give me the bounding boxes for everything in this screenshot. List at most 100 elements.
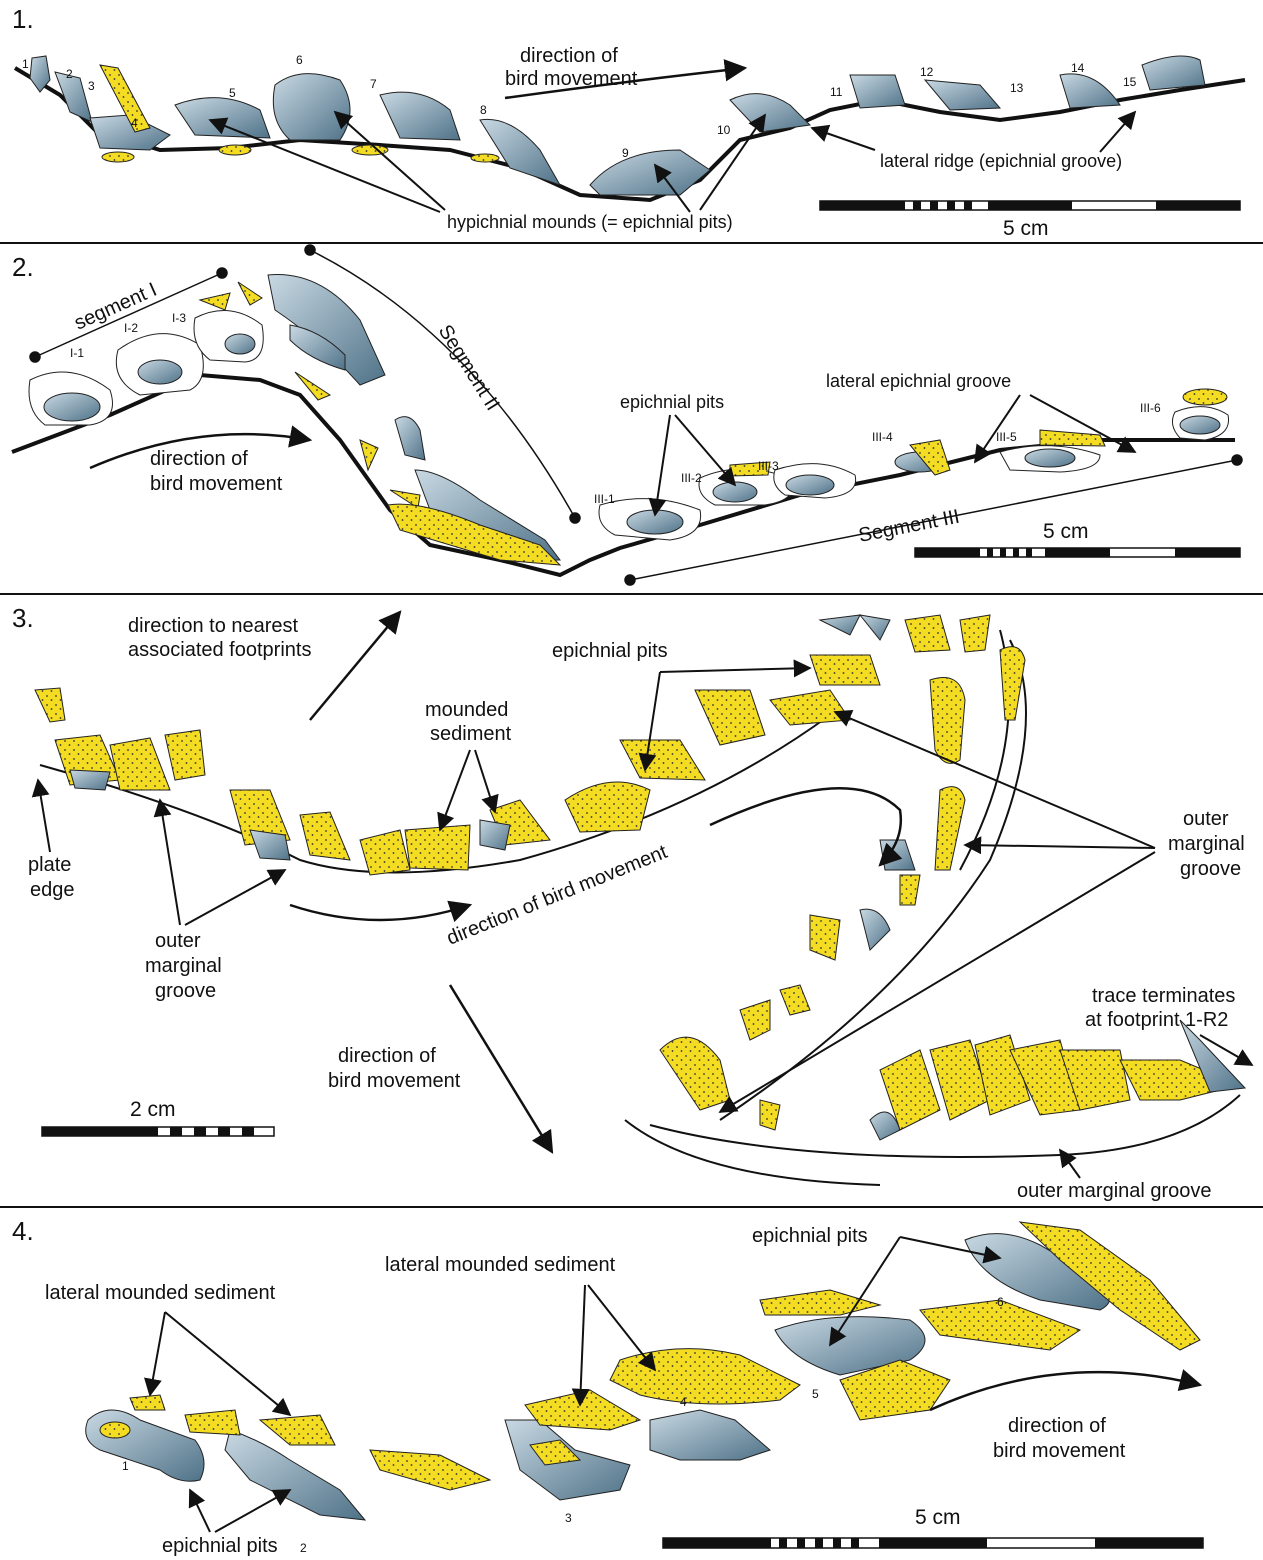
panel-3-outer-right-l3: groove <box>1180 858 1241 880</box>
svg-text:6: 6 <box>997 1295 1004 1309</box>
panel-3-outer-bottom: outer marginal groove <box>1017 1180 1212 1202</box>
panel-2-direction-l2: bird movement <box>150 473 283 495</box>
panel-2-scale-bar <box>915 548 1240 557</box>
panel-1-direction-l2: bird movement <box>505 68 638 90</box>
panel-4-direction-l2: bird movement <box>993 1440 1126 1462</box>
panel-3-outer-right-arrow-a <box>835 712 1155 848</box>
svg-text:11: 11 <box>830 85 843 99</box>
svg-text:1: 1 <box>22 57 29 71</box>
svg-text:III-6: III-6 <box>1140 401 1161 415</box>
panel-3-mounded-arrow-a <box>440 750 470 830</box>
panel-2-pits-label: epichnial pits <box>620 392 724 412</box>
panel-4-lateral-mid-arrow-b <box>588 1285 655 1370</box>
panel-3-nearest-arrow <box>310 612 400 720</box>
svg-text:5: 5 <box>229 86 236 100</box>
svg-text:III-4: III-4 <box>872 430 893 444</box>
panel-3-plate-edge-l2: edge <box>30 879 75 901</box>
svg-text:III-3: III-3 <box>758 459 779 473</box>
panel-2-scale-label: 5 cm <box>1043 520 1089 543</box>
panel-3-nearest-l2: associated footprints <box>128 639 311 661</box>
svg-text:I-2: I-2 <box>124 321 138 335</box>
panel-4-pits-bottom: epichnial pits <box>162 1535 278 1557</box>
svg-text:III-1: III-1 <box>594 492 615 506</box>
panel-3-nearest-l1: direction to nearest <box>128 615 299 637</box>
panel-4-tracks <box>86 1234 1110 1520</box>
panel-3-plate-edge-l1: plate <box>28 854 71 876</box>
panel-3: 3. <box>12 603 1252 1202</box>
panel-3-scale-bar <box>42 1127 274 1136</box>
panel-1-ridge-arrow-a <box>812 128 875 150</box>
panel-4-lateral-mid-arrow-a <box>580 1285 585 1405</box>
svg-text:III-2: III-2 <box>681 471 702 485</box>
svg-text:4: 4 <box>680 1395 687 1409</box>
svg-text:3: 3 <box>565 1511 572 1525</box>
panel-1-direction-l1: direction of <box>520 45 618 67</box>
panel-2-segment-ii-tracks <box>200 275 560 565</box>
panel-4: 4. 1 2 3 4 5 <box>12 1216 1203 1557</box>
panel-3-outer-right-arrow-b <box>965 845 1155 848</box>
panel-2-segment-ii: Segment II <box>434 321 504 415</box>
svg-text:5: 5 <box>812 1387 819 1401</box>
panel-1-ridge-label: lateral ridge (epichnial groove) <box>880 151 1122 171</box>
svg-text:14: 14 <box>1071 61 1085 75</box>
panel-3-pits-label: epichnial pits <box>552 640 668 662</box>
svg-text:9: 9 <box>622 146 629 160</box>
svg-text:I-1: I-1 <box>70 346 84 360</box>
panel-4-direction-l1: direction of <box>1008 1415 1106 1437</box>
panel-4-scale-label: 5 cm <box>915 1506 961 1529</box>
panel-2-segment-iii: Segment III <box>857 506 962 547</box>
panel-1-scale-bar <box>820 201 1240 210</box>
svg-text:1: 1 <box>122 1459 129 1473</box>
svg-text:8: 8 <box>480 103 487 117</box>
panel-3-direction-low-l1: direction of <box>338 1045 436 1067</box>
panel-3-lower-limb <box>660 1020 1245 1140</box>
svg-text:13: 13 <box>1010 81 1024 95</box>
panel-2: 2. segment I Segment II Segment III <box>12 245 1242 585</box>
panel-3-number: 3. <box>12 603 34 633</box>
panel-3-scale-label: 2 cm <box>130 1098 176 1121</box>
panel-4-pits-top: epichnial pits <box>752 1225 868 1247</box>
panel-3-direction-mid: direction of bird movement <box>444 841 671 950</box>
panel-1-number: 1. <box>12 4 34 34</box>
panel-3-direction-curve <box>710 788 901 865</box>
panel-1-ridge-arrow-b <box>1100 112 1135 152</box>
panel-3-outer-right-l1: outer <box>1183 808 1229 830</box>
panel-4-lateral-left-arrow-a <box>150 1312 165 1395</box>
svg-text:2: 2 <box>300 1541 307 1555</box>
panel-1-mounds-label: hypichnial mounds (= epichnial pits) <box>447 212 733 232</box>
panel-1-scale-label: 5 cm <box>1003 217 1049 240</box>
panel-3-outer-left-l2: marginal <box>145 955 222 977</box>
panel-4-number: 4. <box>12 1216 34 1246</box>
svg-text:15: 15 <box>1123 75 1137 89</box>
svg-text:6: 6 <box>296 53 303 67</box>
panel-3-terminates-l1: trace terminates <box>1092 985 1235 1007</box>
panel-3-outer-left-l3: groove <box>155 980 216 1002</box>
panel-3-outer-right-l2: marginal <box>1168 833 1245 855</box>
panel-1: 1. 1 2 <box>12 4 1245 240</box>
svg-text:III-5: III-5 <box>996 430 1017 444</box>
svg-text:3: 3 <box>88 79 95 93</box>
svg-text:10: 10 <box>717 123 731 137</box>
panel-3-direction-low-arrow <box>450 985 552 1152</box>
panel-4-pits-bottom-arrow-a <box>190 1490 210 1532</box>
svg-text:7: 7 <box>370 77 377 91</box>
svg-text:12: 12 <box>920 65 934 79</box>
panel-2-groove-label: lateral epichnial groove <box>826 371 1011 391</box>
panel-4-scale-bar <box>663 1538 1203 1548</box>
panel-3-mounded-l2: sediment <box>430 723 512 745</box>
svg-text:I-3: I-3 <box>172 311 186 325</box>
panel-3-outer-left-arrow-b <box>185 870 285 925</box>
panel-2-segment-i-tracks <box>29 310 263 425</box>
panel-3-plate-edge-arrow <box>38 780 50 852</box>
panel-3-outer-left-arrow-a <box>160 800 180 925</box>
panel-2-direction-l1: direction of <box>150 448 248 470</box>
svg-text:4: 4 <box>131 116 138 130</box>
panel-4-lateral-left-arrow-b <box>165 1312 290 1415</box>
panel-3-pits-arrow-a <box>660 668 810 672</box>
panel-3-terminates-l2: at footprint 1-R2 <box>1085 1009 1228 1031</box>
panel-3-direction-low-l2: bird movement <box>328 1070 461 1092</box>
panel-4-lateral-left: lateral mounded sediment <box>45 1282 276 1304</box>
panel-4-pits-bottom-arrow-b <box>215 1490 290 1532</box>
panel-4-direction-arrow <box>930 1372 1200 1410</box>
